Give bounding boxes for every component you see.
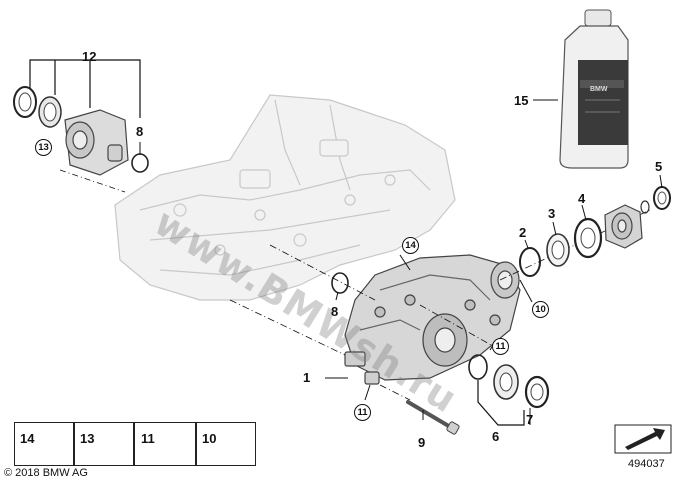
callout-1: 1 — [303, 370, 311, 385]
callout-9: 9 — [418, 435, 426, 450]
diagram-number: 494037 — [628, 458, 665, 470]
callout-4: 4 — [578, 191, 586, 206]
legend-box-13 — [74, 422, 134, 466]
legend-label-13: 13 — [80, 431, 95, 446]
legend-label-14: 14 — [20, 431, 35, 446]
oil-bottle — [559, 9, 629, 169]
callout-6: 6 — [492, 429, 500, 444]
seal-6-ring — [468, 354, 519, 400]
callout-8-center: 8 — [331, 304, 339, 319]
callout-2: 2 — [519, 225, 527, 240]
o-ring-left — [131, 153, 149, 173]
ref-14: 14 — [402, 237, 419, 254]
differential-housing — [344, 254, 521, 385]
copyright: © 2018 BMW AG — [4, 467, 88, 479]
seal-ring-left — [13, 86, 37, 118]
output-flange — [604, 204, 643, 249]
callout-7: 7 — [526, 412, 534, 427]
callout-12: 12 — [82, 49, 97, 64]
bracket-12 — [29, 59, 141, 118]
ref-13: 13 — [35, 139, 52, 156]
ref-10: 10 — [532, 301, 549, 318]
o-ring-center — [331, 272, 349, 294]
callout-15: 15 — [514, 93, 529, 108]
bearing-left — [38, 96, 62, 128]
ref-11-right: 11 — [492, 338, 509, 355]
legend-box-11 — [134, 422, 196, 466]
assembly-lines — [229, 209, 651, 401]
lock-ring-5 — [653, 186, 671, 210]
circlip-small — [640, 200, 650, 214]
ref-11-bottom: 11 — [354, 404, 371, 421]
orientation-arrow-icon — [614, 424, 672, 454]
legend-box-10 — [196, 422, 256, 466]
callout-5: 5 — [655, 159, 663, 174]
flange-housing — [64, 109, 129, 176]
legend-label-11: 11 — [141, 431, 155, 446]
legend-label-10: 10 — [202, 431, 217, 446]
oil-bottle-label: BMW — [590, 86, 608, 93]
callout-8-left: 8 — [136, 124, 144, 139]
spacer-3 — [546, 233, 570, 267]
seal-2 — [519, 247, 541, 277]
legend-box-14 — [14, 422, 74, 466]
shaft-seal-7 — [524, 375, 550, 409]
shaft-seal-4 — [573, 217, 603, 259]
callout-3: 3 — [548, 206, 556, 221]
bolt-9 — [406, 400, 460, 435]
bracket-6 — [477, 380, 525, 426]
oil-pan-outline — [114, 94, 456, 301]
